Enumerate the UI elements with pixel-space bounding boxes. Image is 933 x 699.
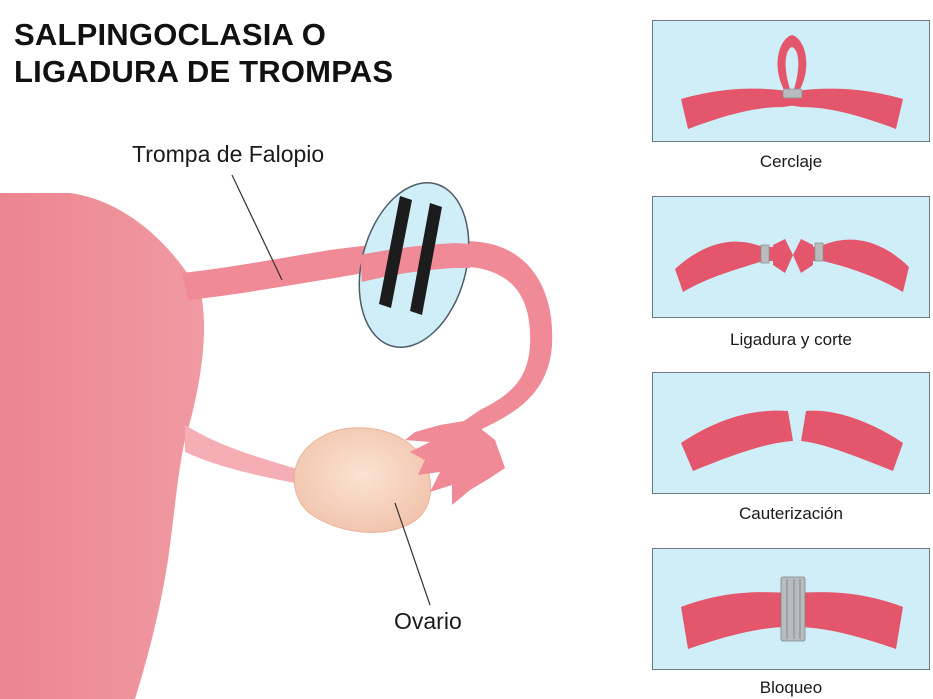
ovary-label: Ovario: [394, 608, 462, 635]
ovarian-ligament: [185, 425, 305, 485]
cauterizacion-illustration: [653, 373, 930, 494]
cerclaje-illustration: [653, 21, 930, 142]
caption-cerclaje: Cerclaje: [652, 152, 930, 172]
bloqueo-illustration: [653, 549, 930, 670]
tube-label: Trompa de Falopio: [132, 141, 324, 168]
ligadura-corte-illustration: [653, 197, 930, 318]
uterus-shape: [0, 193, 204, 699]
panel-cerclaje: [652, 20, 930, 142]
caption-ligadura-corte: Ligadura y corte: [652, 330, 930, 350]
panel-cauterizacion: [652, 372, 930, 494]
caption-cauterizacion: Cauterización: [652, 504, 930, 524]
panel-bloqueo: [652, 548, 930, 670]
ovary-shape: [294, 428, 430, 533]
panel-ligadura-corte: [652, 196, 930, 318]
caption-bloqueo: Bloqueo: [652, 678, 930, 698]
anatomy-illustration: [0, 0, 640, 699]
